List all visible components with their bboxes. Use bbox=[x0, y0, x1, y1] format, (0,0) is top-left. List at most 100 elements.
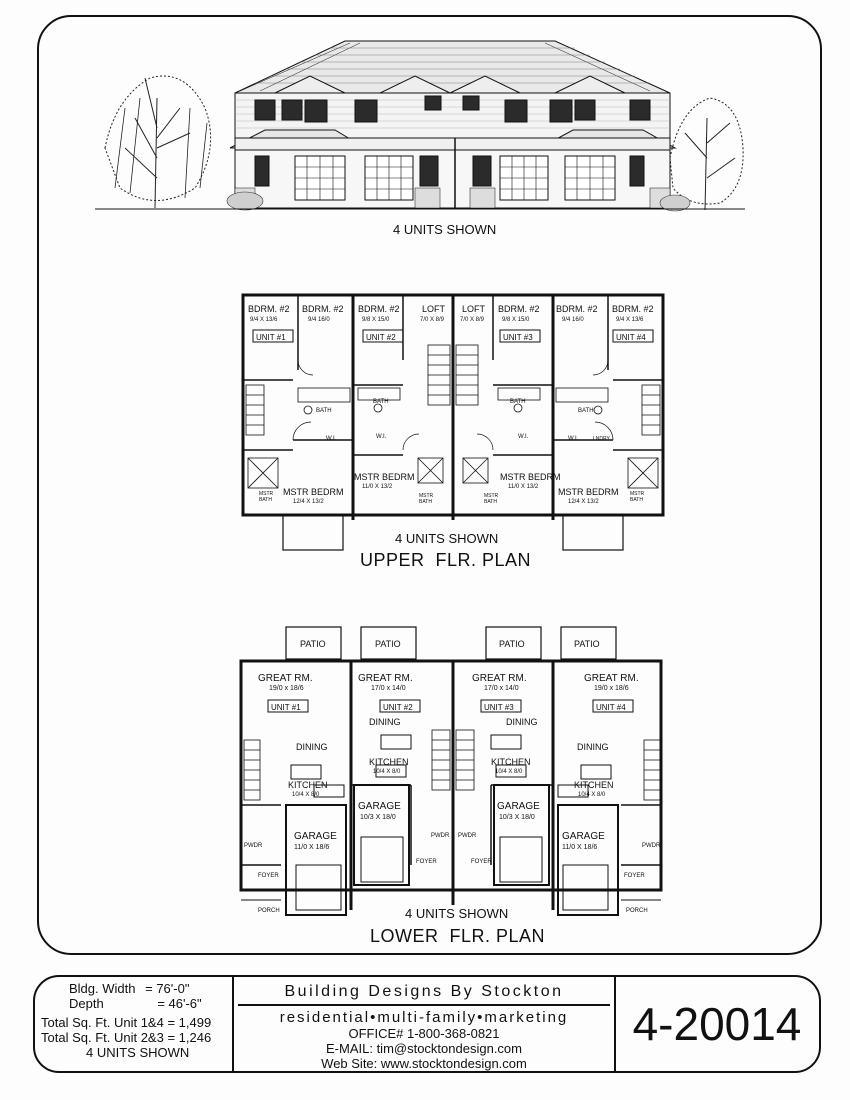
porch-label: PORCH bbox=[258, 908, 280, 914]
page-border bbox=[37, 15, 822, 955]
building-specs: Bldg. Width = 76'-0" Depth = 46'-6" Tota… bbox=[41, 981, 231, 1060]
room-label: GREAT RM. bbox=[358, 673, 413, 684]
upper-plan-caption: 4 UNITS SHOWN bbox=[395, 531, 499, 546]
elevation-caption: 4 UNITS SHOWN bbox=[393, 222, 497, 237]
firm-name: Building Designs By Stockton bbox=[238, 983, 610, 1006]
powder-label: PWDR bbox=[431, 833, 450, 839]
room-dim: 19/0 x 18/6 bbox=[594, 685, 629, 692]
foyer-label: FOYER bbox=[471, 859, 492, 865]
upper-floor-plan: BDRM. #2 9/4 X 13/6 BDRM. #2 9/4 16/0 BD… bbox=[241, 293, 665, 551]
dining-label: DINING bbox=[506, 717, 538, 727]
room-label: GREAT RM. bbox=[258, 673, 313, 684]
unit-label: UNIT #1 bbox=[256, 333, 286, 342]
room-label: BDRM. #2 bbox=[612, 304, 654, 314]
room-dim: 17/0 x 14/0 bbox=[484, 685, 519, 692]
room-label: GREAT RM. bbox=[584, 673, 639, 684]
garage-dim: 10/3 X 18/0 bbox=[360, 814, 396, 821]
mstr-bath-label: MSTR bbox=[484, 493, 499, 499]
kitchen-dim: 10/4 X 8/0 bbox=[495, 769, 523, 775]
unit-label: UNIT #2 bbox=[383, 703, 413, 712]
room-dim: 9/8 X 15/0 bbox=[502, 317, 530, 323]
bldg-width-value: = 76'-0" bbox=[145, 981, 190, 996]
laundry-label: LNDRY bbox=[593, 436, 611, 442]
room-label: MSTR BEDRM bbox=[354, 472, 415, 482]
mstr-bath-label: BATH bbox=[484, 499, 497, 505]
email-link[interactable]: E-MAIL: tim@stocktondesign.com bbox=[326, 1041, 522, 1056]
room-label: BDRM. #2 bbox=[248, 304, 290, 314]
mstr-bath-label: MSTR bbox=[259, 491, 274, 497]
lower-plan-title: LOWER FLR. PLAN bbox=[370, 926, 546, 946]
room-dim: 11/0 X 13/2 bbox=[362, 484, 393, 490]
room-dim: 9/8 X 15/0 bbox=[362, 317, 390, 323]
firm-info: Building Designs By Stockton residential… bbox=[232, 977, 616, 1071]
bath-label: BATH bbox=[578, 408, 594, 414]
bath-label: BATH bbox=[510, 399, 526, 405]
room-label: LOFT bbox=[422, 304, 446, 314]
room-label: MSTR BEDRM bbox=[283, 487, 344, 497]
firm-tagline: residential•multi-family•marketing bbox=[279, 1009, 569, 1026]
porch-label: PORCH bbox=[626, 908, 648, 914]
wi-label: W.I. bbox=[568, 436, 579, 442]
office-phone: OFFICE# 1-800-368-0821 bbox=[348, 1026, 500, 1041]
room-label: BDRM. #2 bbox=[498, 304, 540, 314]
wi-label: W.I. bbox=[376, 434, 387, 440]
lower-plan-caption: 4 UNITS SHOWN bbox=[405, 906, 509, 921]
unit-label: UNIT #3 bbox=[484, 703, 514, 712]
mstr-bath-label: BATH bbox=[259, 497, 272, 503]
mstr-bath-label: BATH bbox=[419, 499, 432, 505]
room-label: BDRM. #2 bbox=[302, 304, 344, 314]
unit-label: UNIT #4 bbox=[616, 333, 646, 342]
kitchen-label: KITCHEN bbox=[369, 757, 409, 767]
dining-label: DINING bbox=[577, 742, 609, 752]
tree-left bbox=[104, 75, 212, 209]
room-dim: 9/4 16/0 bbox=[562, 317, 584, 323]
room-dim: 7/0 X 8/9 bbox=[460, 317, 485, 323]
powder-label: PWDR bbox=[458, 833, 477, 839]
kitchen-label: KITCHEN bbox=[288, 780, 328, 790]
garage-dim: 11/0 X 18/6 bbox=[562, 844, 597, 851]
patio-label: PATIO bbox=[375, 639, 401, 649]
kitchen-label: KITCHEN bbox=[574, 780, 614, 790]
garage-label: GARAGE bbox=[497, 801, 540, 812]
lower-floor-plan: PATIO PATIO PATIO PATIO GREAT RM. 19/0 x… bbox=[239, 626, 663, 916]
garage-dim: 11/0 X 18/6 bbox=[294, 844, 329, 851]
unit-label: UNIT #1 bbox=[271, 703, 301, 712]
room-label: MSTR BEDRM bbox=[500, 472, 561, 482]
unit-label: UNIT #3 bbox=[503, 333, 533, 342]
unit-label: UNIT #2 bbox=[366, 333, 396, 342]
room-dim: 11/0 X 13/2 bbox=[508, 484, 539, 490]
garage-label: GARAGE bbox=[358, 801, 401, 812]
room-label: LOFT bbox=[462, 304, 486, 314]
website-link[interactable]: Web Site: www.stocktondesign.com bbox=[321, 1056, 527, 1071]
room-dim: 7/0 X 8/9 bbox=[420, 317, 445, 323]
unit-label: UNIT #4 bbox=[596, 703, 626, 712]
room-dim: 19/0 x 18/6 bbox=[269, 685, 304, 692]
sqft-unit-2-3: Total Sq. Ft. Unit 2&3 = 1,246 bbox=[41, 1030, 212, 1045]
tree-right bbox=[669, 97, 744, 211]
front-elevation-drawing bbox=[95, 40, 745, 212]
mstr-bath-label: MSTR bbox=[630, 491, 645, 497]
garage-dim: 10/3 X 18/0 bbox=[499, 814, 535, 821]
room-label: BDRM. #2 bbox=[358, 304, 400, 314]
room-dim: 9/4 16/0 bbox=[308, 317, 330, 323]
garage-label: GARAGE bbox=[562, 831, 605, 842]
kitchen-dim: 10/4 X 8/0 bbox=[292, 792, 320, 798]
depth-value: = 46'-6" bbox=[157, 996, 202, 1011]
mstr-bath-label: BATH bbox=[630, 497, 643, 503]
room-dim: 17/0 x 14/0 bbox=[371, 685, 406, 692]
patio-label: PATIO bbox=[574, 639, 600, 649]
kitchen-dim: 10/4 X 8/0 bbox=[373, 769, 401, 775]
room-label: BDRM. #2 bbox=[556, 304, 598, 314]
bath-label: BATH bbox=[373, 399, 389, 405]
dining-label: DINING bbox=[369, 717, 401, 727]
room-label: MSTR BEDRM bbox=[558, 487, 619, 497]
foyer-label: FOYER bbox=[416, 859, 437, 865]
powder-label: PWDR bbox=[642, 843, 661, 849]
room-dim: 12/4 X 13/2 bbox=[293, 499, 324, 505]
plan-number: 4-20014 bbox=[632, 998, 802, 1050]
patio-label: PATIO bbox=[499, 639, 525, 649]
room-dim: 9/4 X 13/6 bbox=[616, 317, 644, 323]
kitchen-dim: 10/4 X 8/0 bbox=[578, 792, 606, 798]
room-dim: 9/4 X 13/6 bbox=[250, 317, 278, 323]
title-block: Bldg. Width = 76'-0" Depth = 46'-6" Tota… bbox=[33, 975, 821, 1073]
